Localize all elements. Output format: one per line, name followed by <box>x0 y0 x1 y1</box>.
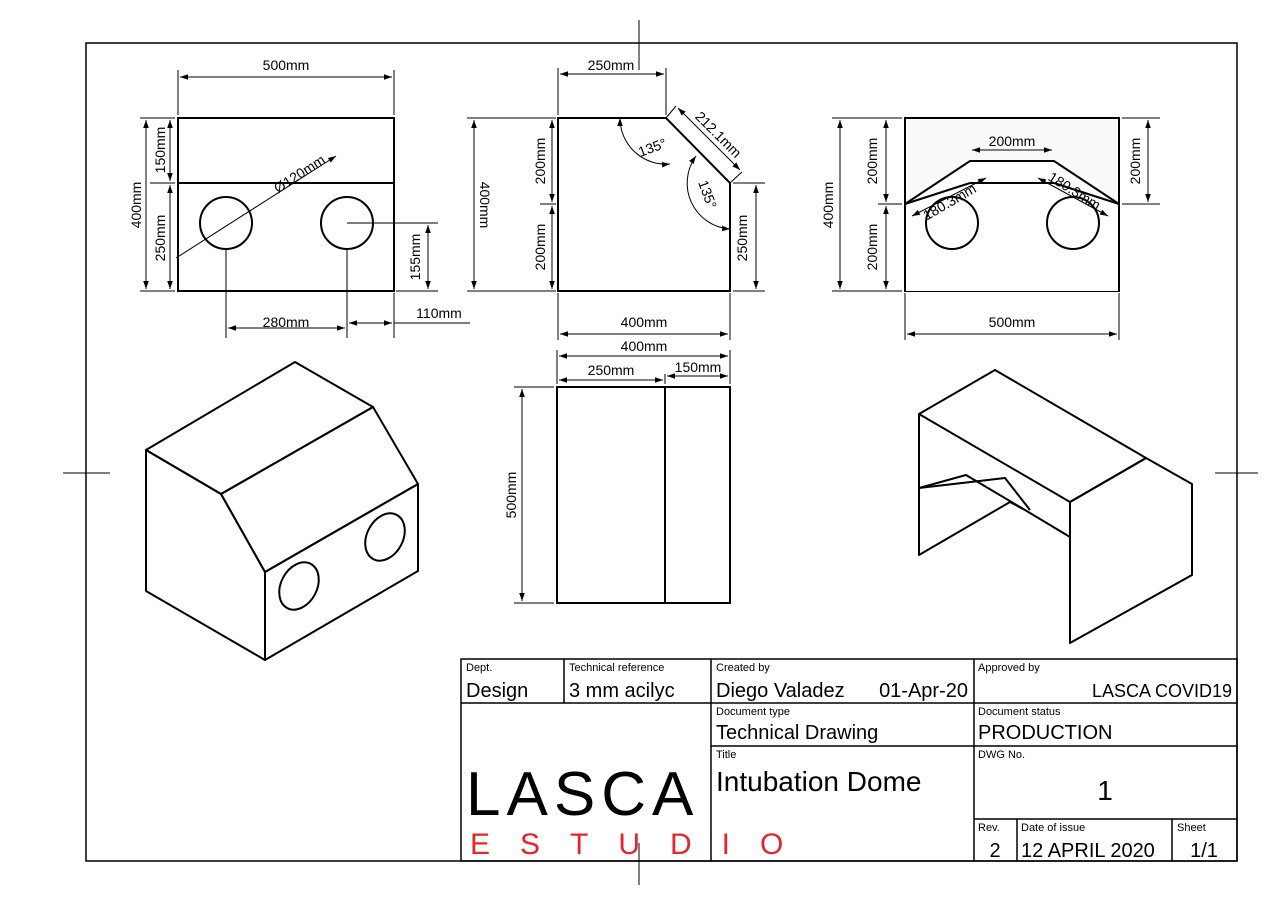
created-date: 01-Apr-20 <box>879 680 968 702</box>
dim-rear-height: 400mm <box>820 182 836 229</box>
docstatus-value: PRODUCTION <box>978 722 1112 744</box>
dim-front-top: 150mm <box>152 127 168 174</box>
dim-side-top-width: 250mm <box>588 57 635 73</box>
dept-value: Design <box>466 680 528 702</box>
dim-front-height: 400mm <box>128 182 144 229</box>
dim-hole-height: 155mm <box>407 234 423 281</box>
logo-main-text: LASCA <box>466 760 699 829</box>
dim-hole-edge: 110mm <box>416 305 462 321</box>
techref-value: 3 mm acilyc <box>569 680 675 702</box>
title-block <box>460 658 1238 862</box>
created-label: Created by <box>716 662 770 674</box>
title-value: Intubation Dome <box>716 766 921 797</box>
front-view <box>177 117 395 292</box>
front-view-dimensions: 500mm 400mm 150mm 250mm Ø120mm 155mm 280… <box>128 57 470 338</box>
dim-front-width: 500mm <box>263 57 310 73</box>
rev-value: 2 <box>989 840 1000 862</box>
dim-rear-right: 200mm <box>1127 138 1143 185</box>
dim-rear-upper: 200mm <box>864 138 880 185</box>
lasca-logo: LASCA ESTUDIO <box>466 760 813 861</box>
approved-label: Approved by <box>978 662 1040 674</box>
sheet-label: Sheet <box>1177 822 1206 834</box>
dim-top-depth: 500mm <box>503 472 519 519</box>
dim-side-lower: 200mm <box>532 224 548 271</box>
side-view-dimensions: 250mm 212.1mm 135° 135° 400mm 200mm 200m… <box>467 57 765 340</box>
isometric-view-rear <box>918 369 1193 644</box>
dim-rear-width: 500mm <box>989 314 1036 330</box>
isometric-view-front <box>145 361 419 661</box>
dwg-value: 1 <box>1097 775 1113 806</box>
dim-hole-diameter: Ø120mm <box>271 151 328 196</box>
rev-label: Rev. <box>978 822 1000 834</box>
dim-side-height: 400mm <box>477 182 493 229</box>
docstatus-label: Document status <box>978 706 1061 718</box>
title-block-text: Dept. Design Technical reference 3 mm ac… <box>466 662 1232 862</box>
created-value: Diego Valadez <box>716 680 845 702</box>
dim-hole-spacing: 280mm <box>263 314 310 330</box>
approved-value: LASCA COVID19 <box>1092 681 1232 701</box>
dim-top-right: 150mm <box>675 359 722 375</box>
dim-rear-top-width: 200mm <box>989 133 1036 149</box>
top-view-dimensions: 400mm 250mm 150mm 500mm <box>503 338 731 604</box>
centering-marks <box>63 20 1258 885</box>
issue-value: 12 APRIL 2020 <box>1021 840 1155 862</box>
iso-hole-front-right <box>364 512 406 562</box>
dim-front-bottom: 250mm <box>152 215 168 262</box>
dim-side-angle-1: 135° <box>636 135 669 160</box>
techref-label: Technical reference <box>569 662 664 674</box>
dept-label: Dept. <box>466 662 492 674</box>
title-label: Title <box>716 749 736 761</box>
dim-side-width: 400mm <box>621 314 668 330</box>
dwg-label: DWG No. <box>978 749 1025 761</box>
logo-sub-text: ESTUDIO <box>470 828 813 861</box>
dim-top-width: 400mm <box>621 338 668 354</box>
iso-hole-front-left <box>278 561 320 611</box>
sheet-value: 1/1 <box>1190 840 1218 862</box>
doctype-value: Technical Drawing <box>716 722 878 744</box>
dim-rear-lower: 200mm <box>864 224 880 271</box>
issue-label: Date of issue <box>1021 822 1085 834</box>
dim-side-angle-2: 135° <box>695 178 720 211</box>
front-hole-left <box>199 196 253 250</box>
dim-side-right: 250mm <box>734 215 750 262</box>
top-view <box>556 386 731 604</box>
doctype-label: Document type <box>716 706 790 718</box>
dim-side-upper: 200mm <box>532 138 548 185</box>
dim-top-left: 250mm <box>588 362 635 378</box>
